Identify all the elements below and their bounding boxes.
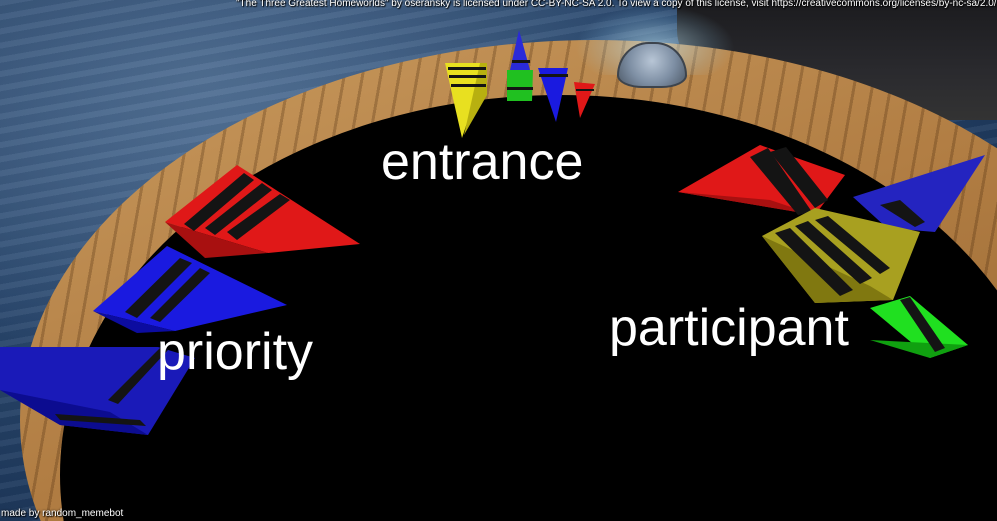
top-green-blue-stack-icon <box>507 30 533 101</box>
right-red-ship-icon <box>678 145 845 215</box>
left-large-blue-ship-icon <box>0 347 195 435</box>
label-entrance: entrance <box>381 133 584 191</box>
top-yellow-pyramid-icon <box>445 63 487 138</box>
left-red-ship-icon <box>165 165 360 258</box>
maker-credit: made by random_memebot <box>1 508 124 519</box>
left-blue-ship-icon <box>93 246 287 333</box>
black-overlay-bottom <box>79 410 997 521</box>
label-priority: priority <box>157 323 314 381</box>
attribution-text: "The Three Greatest Homeworlds" by osera… <box>236 0 997 9</box>
right-olive-ship-icon <box>762 208 920 303</box>
top-blue-pyramid-icon <box>538 68 568 122</box>
top-red-pyramid-icon <box>574 82 595 118</box>
right-blue-ship-icon <box>853 155 985 232</box>
right-green-ship-icon <box>870 296 968 358</box>
label-participant: participant <box>609 299 849 357</box>
